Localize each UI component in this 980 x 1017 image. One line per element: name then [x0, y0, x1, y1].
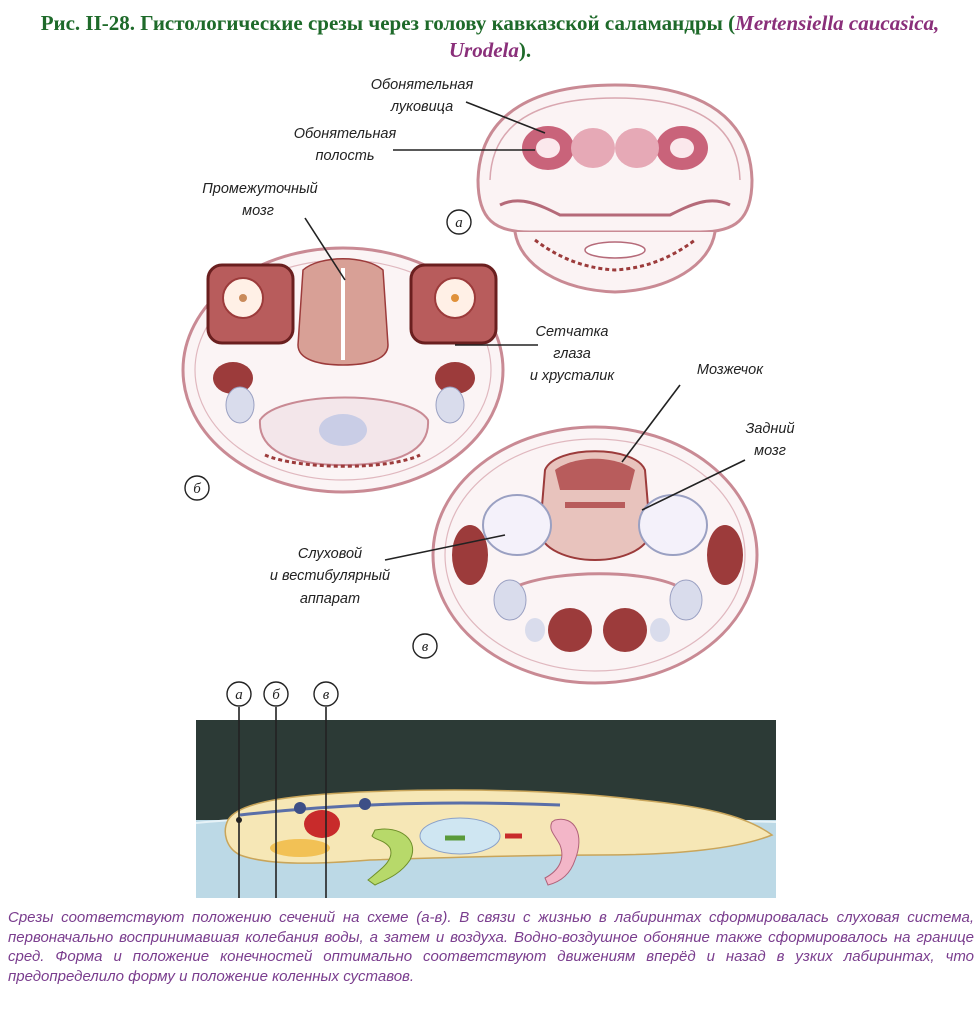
title-latin: Mertensiella caucasica, Urodela: [448, 11, 940, 62]
label-hindbrain-1: Задний: [745, 421, 794, 437]
label-diencephalon-2: мозг: [242, 203, 274, 219]
scheme-marker-v: в: [323, 687, 330, 703]
label-retina-3: и хрусталик: [530, 368, 615, 384]
label-hindbrain-2: мозг: [754, 443, 786, 459]
leader-lines: [304, 101, 746, 561]
section-v: [431, 425, 759, 685]
figure-illustration: а б: [181, 77, 795, 898]
label-olfactory-cavity-2: полость: [316, 148, 375, 164]
marker-v: в: [422, 639, 429, 655]
label-ear-1: Слуховой: [298, 546, 362, 562]
scheme-marker-a: а: [235, 687, 243, 703]
section-a: [476, 83, 754, 294]
label-diencephalon-1: Промежуточный: [202, 181, 317, 197]
label-olfactory-bulb-2: луковица: [390, 99, 453, 115]
label-olfactory-cavity-1: Обонятельная: [294, 126, 397, 142]
section-b: [181, 246, 505, 494]
label-retina-2: глаза: [553, 346, 591, 362]
salamander-scheme: [195, 681, 777, 898]
figure-caption: Срезы соответствуют положению сечений на…: [8, 909, 974, 985]
scheme-marker-b: б: [272, 687, 280, 703]
title-suffix: ).: [518, 38, 532, 62]
label-olfactory-bulb-1: Обонятельная: [371, 77, 474, 93]
label-ear-3: аппарат: [300, 591, 360, 607]
figure-title: Рис. II-28. Гистологические срезы через …: [0, 10, 980, 64]
marker-b: б: [193, 481, 201, 497]
label-retina-1: Сетчатка: [535, 324, 608, 340]
marker-a: а: [455, 215, 463, 231]
label-ear-2: и вестибулярный: [270, 568, 390, 584]
title-prefix: Рис. II-28. Гистологические срезы через …: [40, 11, 736, 35]
label-cerebellum: Мозжечок: [697, 362, 764, 378]
